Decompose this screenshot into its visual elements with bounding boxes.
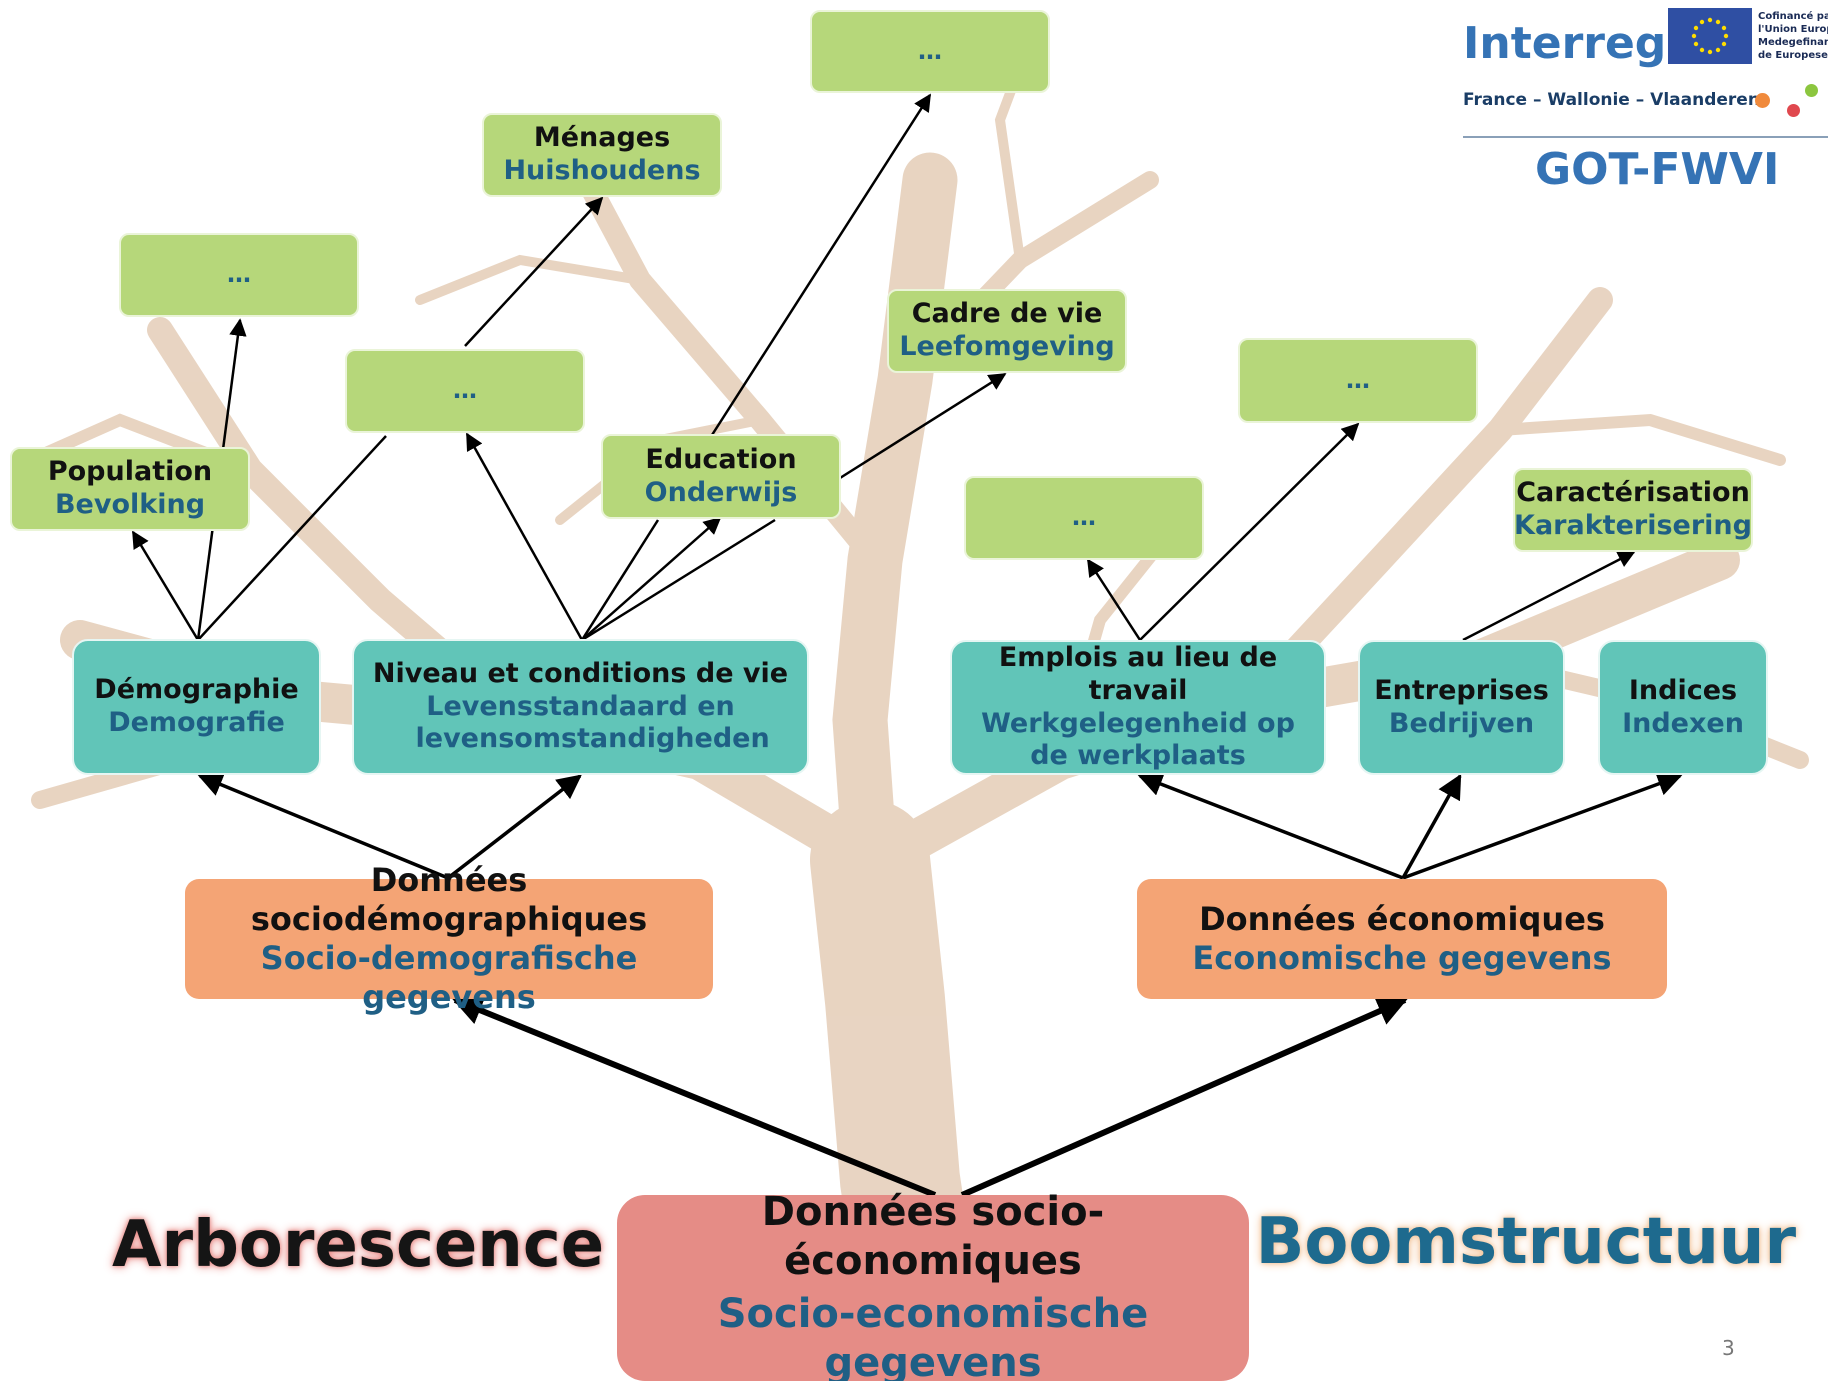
leaf-ellipsis-left: … xyxy=(119,233,359,317)
arrow-ellipsis-b-to-menages xyxy=(464,196,604,347)
category-entreprises: Entreprises Bedrijven xyxy=(1358,640,1565,775)
arrow-education-to-cadre xyxy=(839,372,1007,480)
arrow-root-to-socio xyxy=(452,996,937,1198)
logo-divider xyxy=(1463,136,1828,138)
leaf-caracterisation: Caractérisation Karakterisering xyxy=(1513,468,1753,552)
title-arborescence: Arborescence xyxy=(112,1208,605,1282)
interreg-wordmark: Interreg xyxy=(1463,18,1667,69)
arrow-eco-to-indices xyxy=(1402,772,1683,880)
leaf-menages: Ménages Huishoudens xyxy=(482,113,722,197)
arrow-demo-to-population xyxy=(131,530,200,641)
category-niveau-conditions-de-vie: Niveau et conditions de vie Levensstanda… xyxy=(352,639,809,775)
arrow-eco-to-entreprises xyxy=(1401,773,1462,879)
root-socio-economic: Données socio-économiques Socio-economis… xyxy=(617,1189,1249,1381)
arrow-niveau-to-education xyxy=(581,516,722,641)
interreg-logo: Interreg Cofinancé par l'Union Europ Med… xyxy=(1455,6,1828,196)
arrow-socio-to-demographie xyxy=(197,773,449,880)
logo-dot-red xyxy=(1787,104,1800,117)
leaf-ellipsis-right-top: … xyxy=(1238,338,1478,423)
arrow-demo-line-up xyxy=(197,435,387,641)
page-number: 3 xyxy=(1722,1336,1735,1360)
leaf-ellipsis-right-low: … xyxy=(964,476,1204,560)
title-boomstructuur: Boomstructuur xyxy=(1255,1205,1796,1279)
arrow-socio-to-niveau xyxy=(446,774,582,880)
arrow-niveau-line-right xyxy=(581,518,776,642)
arrow-root-to-eco xyxy=(960,997,1408,1198)
logo-dot-orange xyxy=(1755,93,1770,108)
branch-socio-demographic: Données sociodémographiques Socio-demogr… xyxy=(185,861,713,1016)
leaf-education: Education Onderwijs xyxy=(601,434,841,519)
arrow-entreprises-to-caracterisation xyxy=(1462,550,1636,642)
category-indices: Indices Indexen xyxy=(1598,640,1768,775)
leaf-cadre-de-vie: Cadre de vie Leefomgeving xyxy=(887,289,1127,373)
leaf-population: Population Bevolking xyxy=(10,447,250,531)
branch-economic: Données économiques Economische gegevens xyxy=(1137,879,1667,999)
leaf-ellipsis-top: … xyxy=(810,10,1050,93)
arrow-eco-to-emplois xyxy=(1137,772,1404,880)
project-name: GOT-FWVI xyxy=(1535,144,1780,195)
category-emplois: Emplois au lieu de travail Werkgelegenhe… xyxy=(950,640,1326,775)
region-label: France – Wallonie – Vlaanderen xyxy=(1463,90,1760,110)
arrow-emplois-to-ellipsis-c xyxy=(1086,558,1142,641)
arrow-emplois-to-ellipsis-d xyxy=(1139,422,1360,641)
arrow-education-to-ellipsis-top xyxy=(710,93,932,436)
leaf-ellipsis-middle: … xyxy=(345,349,585,433)
eu-flag-icon xyxy=(1668,8,1752,64)
eu-cofinancing-caption: Cofinancé par l'Union Europ Medegefinanc… xyxy=(1758,11,1828,61)
arrow-niveau-to-ellipsis-b xyxy=(465,432,584,641)
arrow-niveau-line-edu xyxy=(580,519,660,641)
logo-dot-green xyxy=(1805,84,1818,97)
category-demographie: Démographie Demografie xyxy=(72,639,321,775)
